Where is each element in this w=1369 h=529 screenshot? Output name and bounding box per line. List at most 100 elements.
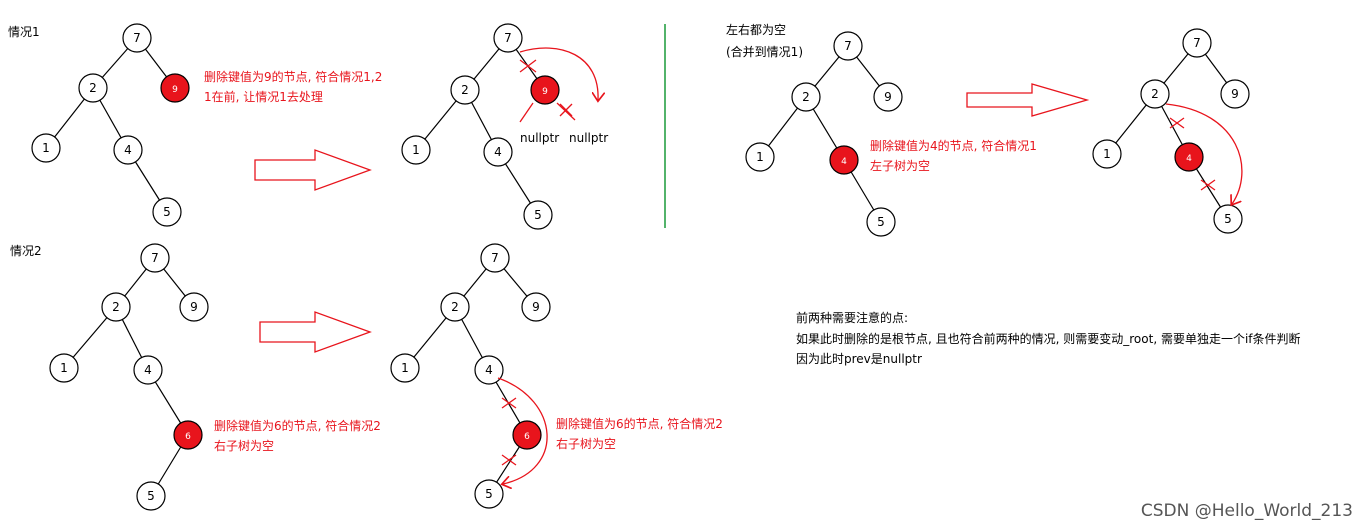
tree-node: 1 xyxy=(745,142,775,172)
svg-text:5: 5 xyxy=(485,487,493,501)
tree-case1-after: 7 2 9 1 4 5 xyxy=(401,23,598,230)
tree-node: 1 xyxy=(390,353,420,383)
tree-node-deleted: 6 xyxy=(512,420,542,450)
both-empty-note-line1: 删除键值为4的节点, 符合情况1 xyxy=(870,138,1037,153)
case2-transform-arrow xyxy=(259,311,372,353)
svg-text:1: 1 xyxy=(42,141,50,155)
both-empty-label: 左右都为空 xyxy=(726,22,786,37)
svg-text:7: 7 xyxy=(133,31,141,45)
tree-node: 5 xyxy=(152,197,182,227)
svg-text:9: 9 xyxy=(190,300,198,314)
tree-node: 5 xyxy=(136,481,166,511)
case2-right-note-line2: 右子树为空 xyxy=(556,436,616,451)
tree-node-deleted: 4 xyxy=(829,145,859,175)
case2-right-note-line1: 删除键值为6的节点, 符合情况2 xyxy=(556,416,723,431)
svg-text:2: 2 xyxy=(1151,87,1159,101)
svg-text:5: 5 xyxy=(534,208,542,222)
svg-text:4: 4 xyxy=(841,157,847,167)
tree-node-deleted: 4 xyxy=(1174,142,1204,172)
svg-text:1: 1 xyxy=(60,361,68,375)
tree-node-deleted: 6 xyxy=(173,420,203,450)
svg-text:7: 7 xyxy=(151,251,159,265)
tree-node: 1 xyxy=(401,135,431,165)
summary-line1: 如果此时删除的是根节点, 且也符合前两种的情况, 则需要变动_root, 需要单… xyxy=(796,331,1301,346)
svg-text:9: 9 xyxy=(172,85,178,95)
tree-node: 9 xyxy=(179,292,209,322)
tree-node: 1 xyxy=(31,133,61,163)
tree-node: 4 xyxy=(133,355,163,385)
tree-node: 5 xyxy=(866,207,896,237)
nullptr-left-label: nullptr xyxy=(520,131,559,145)
tree-node: 4 xyxy=(483,137,513,167)
svg-text:4: 4 xyxy=(485,363,493,377)
svg-text:1: 1 xyxy=(401,361,409,375)
svg-text:4: 4 xyxy=(124,143,132,157)
tree-node: 7 xyxy=(480,243,510,273)
summary-title: 前两种需要注意的点: xyxy=(796,310,908,325)
both-empty-transform-arrow xyxy=(966,83,1090,117)
svg-text:4: 4 xyxy=(494,145,502,159)
watermark: CSDN @Hello_World_213 xyxy=(1141,501,1353,521)
case1-note-line1: 删除键值为9的节点, 符合情况1,2 xyxy=(204,69,382,84)
svg-text:5: 5 xyxy=(147,489,155,503)
svg-text:4: 4 xyxy=(144,363,152,377)
tree-case1-before: 7 2 9 1 4 5 xyxy=(31,23,190,227)
tree-node: 2 xyxy=(440,292,470,322)
tree-node: 2 xyxy=(78,73,108,103)
tree-node: 5 xyxy=(523,200,553,230)
svg-text:2: 2 xyxy=(451,300,459,314)
svg-text:2: 2 xyxy=(461,83,469,97)
case2-note-line1: 删除键值为6的节点, 符合情况2 xyxy=(214,418,381,433)
tree-node: 1 xyxy=(1092,139,1122,169)
tree-node: 7 xyxy=(140,243,170,273)
svg-text:9: 9 xyxy=(1231,87,1239,101)
svg-text:7: 7 xyxy=(491,251,499,265)
svg-text:1: 1 xyxy=(1103,147,1111,161)
tree-node: 7 xyxy=(122,23,152,53)
tree-node-deleted: 9 xyxy=(160,73,190,103)
case1-transform-arrow xyxy=(254,149,372,191)
tree-node-deleted: 9 xyxy=(530,75,560,105)
both-empty-sublabel: (合并到情况1) xyxy=(726,44,803,59)
nullptr-right-label: nullptr xyxy=(569,131,608,145)
tree-node: 2 xyxy=(1140,79,1170,109)
svg-text:9: 9 xyxy=(884,90,892,104)
summary-line2: 因为此时prev是nullptr xyxy=(796,352,922,366)
svg-text:9: 9 xyxy=(542,87,548,97)
tree-node: 5 xyxy=(1213,204,1243,234)
tree-both-empty-after: 7 2 9 1 4 5 xyxy=(1092,28,1250,234)
tree-node: 2 xyxy=(101,292,131,322)
tree-node: 9 xyxy=(521,292,551,322)
svg-text:1: 1 xyxy=(412,143,420,157)
svg-text:5: 5 xyxy=(877,215,885,229)
tree-node: 5 xyxy=(474,479,504,509)
tree-node: 1 xyxy=(49,353,79,383)
both-empty-note-line2: 左子树为空 xyxy=(870,158,930,173)
svg-text:1: 1 xyxy=(756,150,764,164)
svg-text:5: 5 xyxy=(163,205,171,219)
svg-text:2: 2 xyxy=(89,81,97,95)
tree-node: 7 xyxy=(833,31,863,61)
svg-text:2: 2 xyxy=(802,90,810,104)
svg-text:7: 7 xyxy=(844,39,852,53)
tree-node: 7 xyxy=(493,23,523,53)
tree-case2-before: 7 2 9 1 4 6 5 xyxy=(49,243,209,511)
tree-node: 2 xyxy=(791,82,821,112)
svg-text:6: 6 xyxy=(185,432,191,442)
tree-node: 4 xyxy=(113,135,143,165)
tree-node: 9 xyxy=(1220,79,1250,109)
case1-label: 情况1 xyxy=(8,25,40,39)
tree-node: 2 xyxy=(450,75,480,105)
case2-label: 情况2 xyxy=(10,244,42,258)
tree-node: 7 xyxy=(1182,28,1212,58)
svg-text:7: 7 xyxy=(1193,36,1201,50)
svg-text:5: 5 xyxy=(1224,212,1232,226)
svg-text:2: 2 xyxy=(112,300,120,314)
case2-note-line2: 右子树为空 xyxy=(214,438,274,453)
tree-both-empty-before: 7 2 9 1 4 5 xyxy=(745,31,903,237)
svg-text:6: 6 xyxy=(524,432,530,442)
svg-text:7: 7 xyxy=(504,31,512,45)
tree-node: 4 xyxy=(474,355,504,385)
svg-text:4: 4 xyxy=(1186,154,1192,164)
